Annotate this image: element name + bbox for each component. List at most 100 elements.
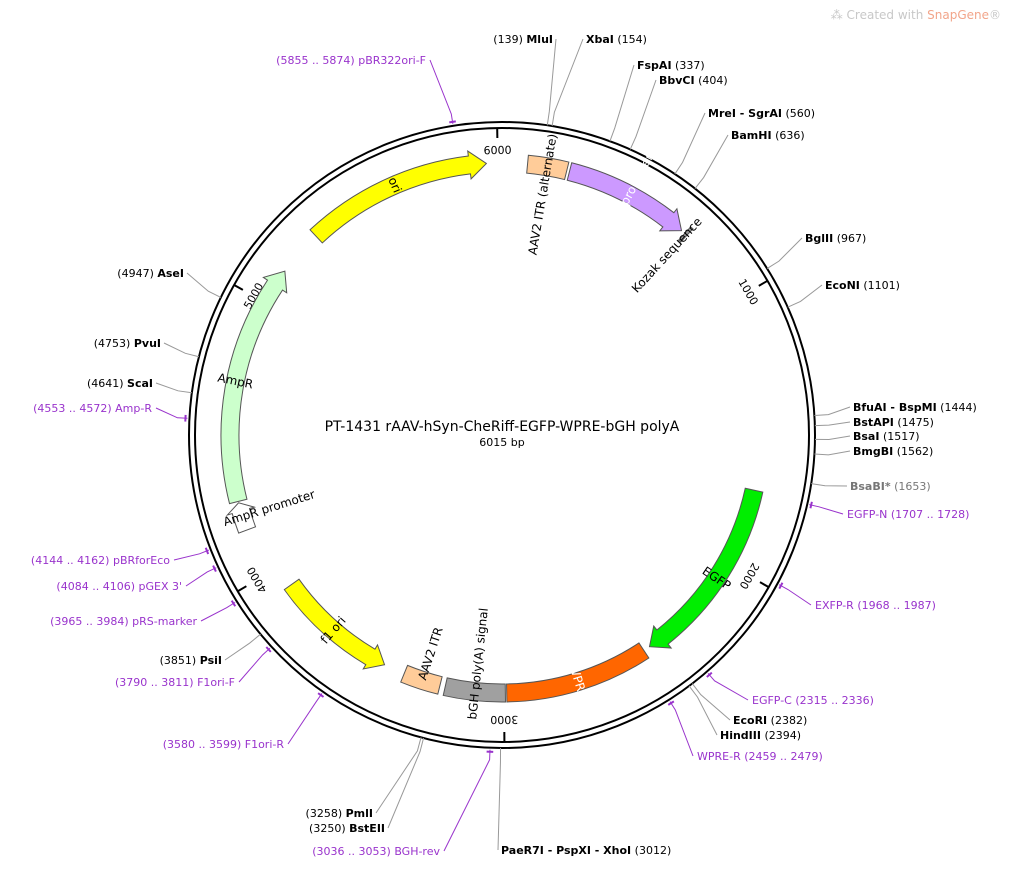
feature-kozak-sequence[interactable] xyxy=(677,226,694,243)
watermark-mark: ® xyxy=(989,8,1001,22)
site-line-mlui xyxy=(546,38,557,126)
primer-name: F1ori-F xyxy=(197,676,235,689)
site-bstapi[interactable]: BstAPI (1475) xyxy=(853,416,934,429)
primer-egfp-c[interactable]: EGFP-C (2315 .. 2336) xyxy=(752,694,874,707)
feature-label-ampr: AmpR xyxy=(216,371,254,392)
primer-name: EGFP-C xyxy=(752,694,795,707)
tick-label-3000: 3000 xyxy=(490,713,518,726)
site-line-bbvci xyxy=(629,79,657,150)
site-line-bmgbi xyxy=(814,450,851,456)
primer-mark-egfp-c xyxy=(706,671,713,678)
site-name: AseI xyxy=(157,267,184,280)
site-name: PaeR7I - PspXI - XhoI xyxy=(501,844,631,857)
site-name: BsaI xyxy=(853,430,879,443)
site-name: BstAPI xyxy=(853,416,894,429)
site-position: (3012) xyxy=(631,844,671,857)
primer-name: F1ori-R xyxy=(245,738,285,751)
primer-f1ori-r[interactable]: (3580 .. 3599) F1ori-R xyxy=(163,738,285,751)
watermark-brand: SnapGene xyxy=(927,8,989,22)
feature-hsyn-promoter[interactable] xyxy=(566,162,683,232)
site-name: BsaBI* xyxy=(850,480,891,493)
site-scai[interactable]: (4641) ScaI xyxy=(87,377,153,390)
site-fspai[interactable]: FspAI (337) xyxy=(637,59,705,72)
feature-egfp[interactable] xyxy=(648,487,764,649)
primer-mark-prs-marker xyxy=(230,600,237,607)
primer-f1ori-f[interactable]: (3790 .. 3811) F1ori-F xyxy=(115,676,235,689)
site-bfuai-bspmi[interactable]: BfuAI - BspMI (1444) xyxy=(853,401,977,414)
site-econi[interactable]: EcoNI (1101) xyxy=(825,279,900,292)
site-name: BbvCI xyxy=(659,74,695,87)
primer-exfp-r[interactable]: EXFP-R (1968 .. 1987) xyxy=(815,599,936,612)
site-name: EcoRI xyxy=(733,714,767,727)
primer-range: (4084 .. 4106) xyxy=(56,580,138,593)
feature-label-bgh-polya: bGH poly(A) signal xyxy=(465,607,491,720)
primer-line-amp-r xyxy=(155,407,188,419)
feature-bgh-polya[interactable] xyxy=(442,677,506,703)
feature-aav2-itr-alt[interactable] xyxy=(526,154,570,181)
primer-line-exfp-r xyxy=(778,584,812,606)
primer-line-bgh-rev xyxy=(443,749,491,852)
site-bbvci[interactable]: BbvCI (404) xyxy=(659,74,728,87)
plasmid-title: PT-1431 rAAV-hSyn-CheRiff-EGFP-WPRE-bGH … xyxy=(325,419,680,435)
site-mlui[interactable]: (139) MluI xyxy=(493,33,553,46)
primer-name: EXFP-R xyxy=(815,599,857,612)
site-line-paer7i-pspxi-xhoi xyxy=(497,747,502,851)
site-ecori[interactable]: EcoRI (2382) xyxy=(733,714,807,727)
primer-mark-egfp-n xyxy=(809,501,813,509)
primer-name: pRS-marker xyxy=(132,615,197,628)
site-position: (1101) xyxy=(860,279,900,292)
feature-ori[interactable] xyxy=(309,150,488,244)
site-name: BglII xyxy=(805,232,833,245)
primer-pgex-3[interactable]: (4084 .. 4106) pGEX 3' xyxy=(56,580,182,593)
site-bsabi[interactable]: BsaBI* (1653) xyxy=(850,480,931,493)
site-bmgbi[interactable]: BmgBI (1562) xyxy=(853,445,933,458)
primer-range: (3580 .. 3599) xyxy=(163,738,245,751)
site-name: MreI - SgrAI xyxy=(708,107,782,120)
primer-wpre-r[interactable]: WPRE-R (2459 .. 2479) xyxy=(697,750,823,763)
primer-amp-r[interactable]: (4553 .. 4572) Amp-R xyxy=(33,402,152,415)
site-position: (1444) xyxy=(937,401,977,414)
site-psii[interactable]: (3851) PsiI xyxy=(160,654,222,667)
primer-pbr322ori-f[interactable]: (5855 .. 5874) pBR322ori-F xyxy=(276,54,426,67)
primer-mark-pgex-3 xyxy=(212,565,217,572)
site-bsai[interactable]: BsaI (1517) xyxy=(853,430,920,443)
site-bsteii[interactable]: (3250) BstEII xyxy=(309,822,385,835)
site-bamhi[interactable]: BamHI (636) xyxy=(731,129,805,142)
primer-line-f1ori-r xyxy=(287,693,323,745)
tick-5000 xyxy=(233,284,244,291)
primer-pbrforeco[interactable]: (4144 .. 4162) pBRforEco xyxy=(31,554,170,567)
site-line-bglii xyxy=(766,237,803,269)
primer-bgh-rev[interactable]: (3036 .. 3053) BGH-rev xyxy=(312,845,440,858)
site-pmli[interactable]: (3258) PmlI xyxy=(306,807,373,820)
site-mrei-sgrai[interactable]: MreI - SgrAI (560) xyxy=(708,107,815,120)
feature-f1-ori[interactable] xyxy=(283,578,386,670)
primer-prs-marker[interactable]: (3965 .. 3984) pRS-marker xyxy=(50,615,197,628)
site-asei[interactable]: (4947) AseI xyxy=(117,267,184,280)
site-line-bsabi xyxy=(811,483,848,487)
site-bglii[interactable]: BglII (967) xyxy=(805,232,866,245)
feature-ampr-promoter[interactable] xyxy=(225,502,257,534)
primer-range: (1707 .. 1728) xyxy=(891,508,970,521)
primer-line-prs-marker xyxy=(200,601,236,622)
site-line-bsai xyxy=(814,435,851,441)
site-xbai[interactable]: XbaI (154) xyxy=(586,33,647,46)
primer-line-pbrforeco xyxy=(173,549,209,561)
primer-range: (4553 .. 4572) xyxy=(33,402,115,415)
tick-1000 xyxy=(758,279,768,287)
primer-egfp-n[interactable]: EGFP-N (1707 .. 1728) xyxy=(847,508,969,521)
site-name: BstEII xyxy=(349,822,385,835)
feature-ampr[interactable] xyxy=(220,270,288,505)
feature-aav2-itr[interactable] xyxy=(400,664,443,695)
site-pvui[interactable]: (4753) PvuI xyxy=(94,337,161,350)
tick-2000 xyxy=(759,581,770,588)
primer-line-pgex-3 xyxy=(185,567,217,587)
primer-mark-exfp-r xyxy=(778,582,784,590)
primer-mark-pbr322ori-f xyxy=(449,120,456,124)
site-position: (1562) xyxy=(893,445,933,458)
primer-name: Amp-R xyxy=(115,402,152,415)
site-hindiii[interactable]: HindIII (2394) xyxy=(720,729,801,742)
site-paer7i-pspxi-xhoi[interactable]: PaeR7I - PspXI - XhoI (3012) xyxy=(501,844,671,857)
snapgene-watermark: ⁂ Created with SnapGene® xyxy=(831,8,1001,22)
feature-wpre[interactable] xyxy=(506,642,650,703)
